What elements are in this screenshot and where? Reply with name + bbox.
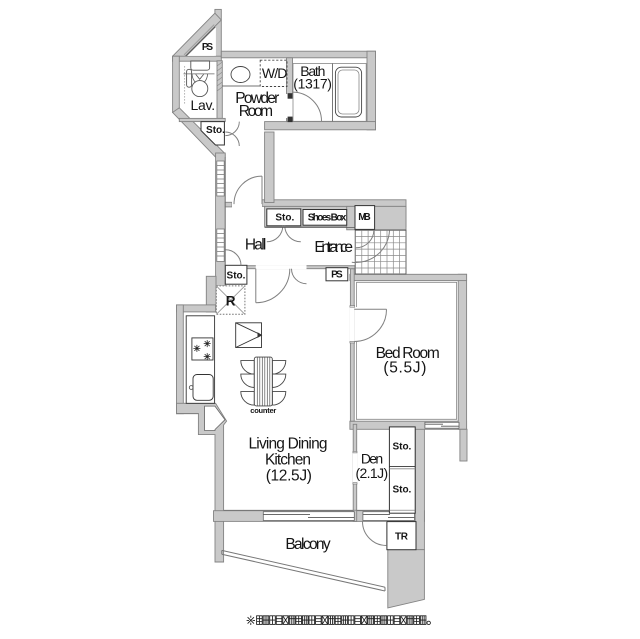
svg-text:MB: MB <box>358 212 371 223</box>
svg-text:Den: Den <box>361 451 383 467</box>
svg-text:Powder: Powder <box>235 90 279 107</box>
svg-text:Balcony: Balcony <box>285 536 331 553</box>
svg-text:(2.1J): (2.1J) <box>355 465 388 481</box>
svg-text:Lav.: Lav. <box>191 97 216 113</box>
svg-text:Hall: Hall <box>245 236 267 253</box>
svg-text:Shoes Box: Shoes Box <box>308 213 347 224</box>
svg-text:Sto.: Sto. <box>206 125 225 136</box>
svg-text:Living Dining: Living Dining <box>249 436 328 453</box>
svg-text:Sto.: Sto. <box>227 271 246 282</box>
svg-text:Bath: Bath <box>300 63 325 79</box>
svg-text:R: R <box>226 294 236 309</box>
svg-text:PS: PS <box>202 42 214 53</box>
svg-text:(5.5J): (5.5J) <box>383 360 426 377</box>
svg-text:Entrance: Entrance <box>314 239 353 256</box>
svg-text:Room: Room <box>239 103 273 120</box>
svg-text:(12.5J): (12.5J) <box>266 467 312 484</box>
svg-text:counter: counter <box>250 406 276 415</box>
svg-text:Kitchen: Kitchen <box>265 452 311 469</box>
svg-text:Sto.: Sto. <box>392 485 411 496</box>
svg-text:TR: TR <box>395 531 409 542</box>
svg-text:PS: PS <box>331 270 343 281</box>
svg-text:(1317): (1317) <box>293 76 332 92</box>
svg-text:Sto.: Sto. <box>275 213 294 224</box>
svg-text:Bed Room: Bed Room <box>376 345 440 362</box>
svg-text:W/D: W/D <box>262 65 288 81</box>
svg-text:Sto.: Sto. <box>392 441 411 452</box>
